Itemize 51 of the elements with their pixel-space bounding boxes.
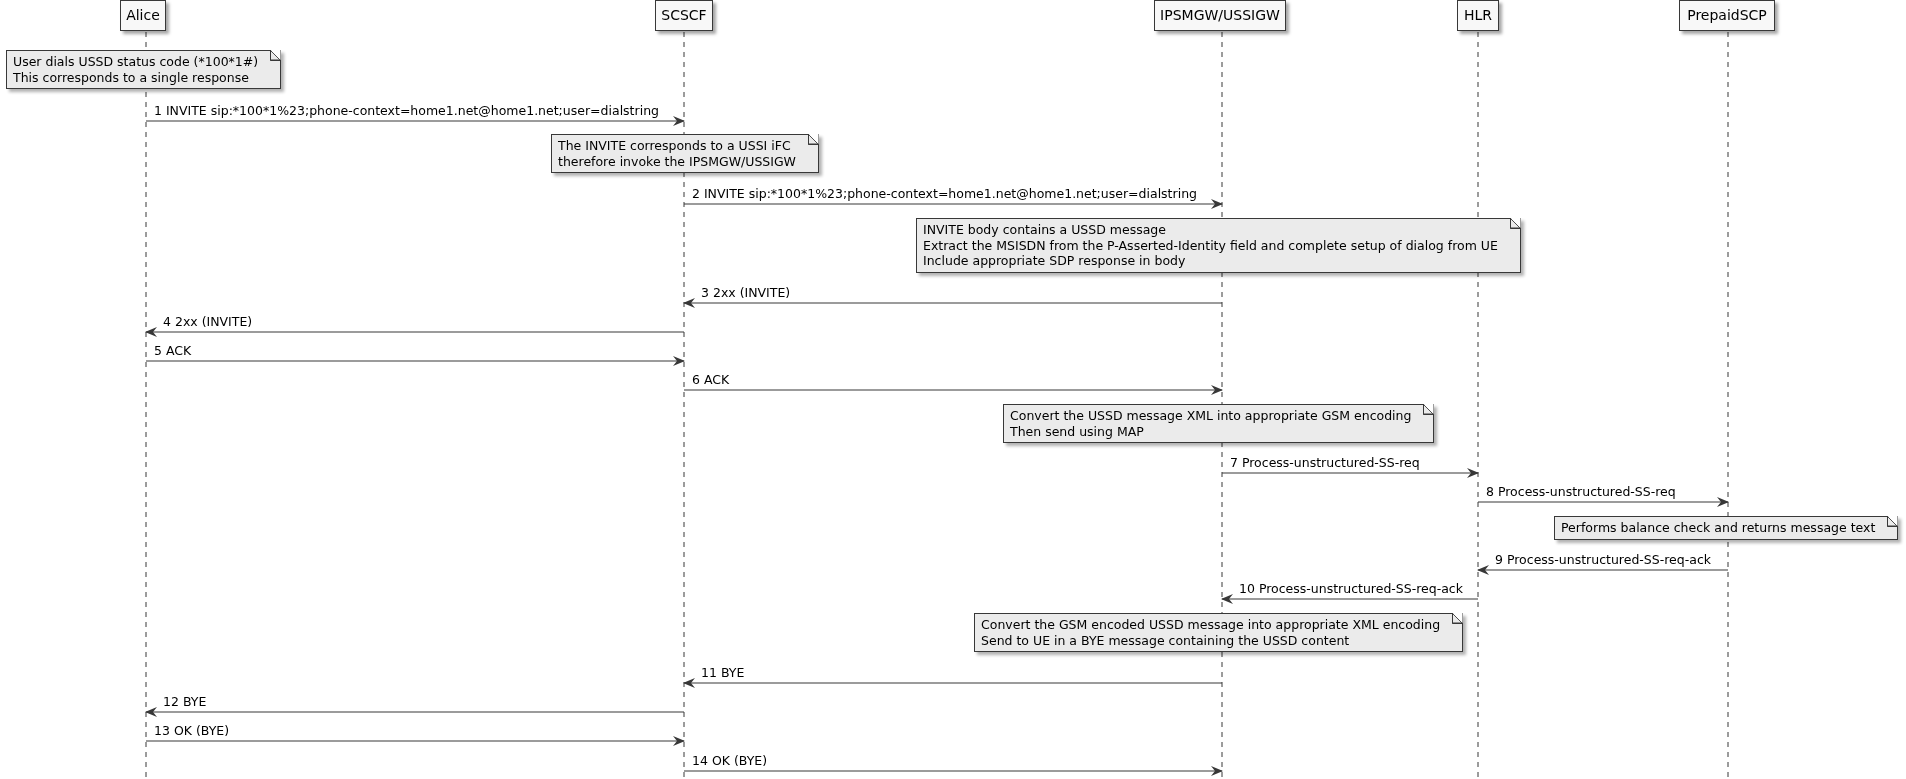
note-box <box>916 218 1521 273</box>
participant-box: HLR <box>1457 0 1499 31</box>
message-arrow <box>145 736 685 746</box>
note-text: Convert the USSD message XML into appropriate GSM encoding <box>1010 408 1412 424</box>
message-label: 13 OK (BYE) <box>153 723 231 738</box>
message-arrow <box>683 678 1223 688</box>
message-label: 14 OK (BYE) <box>691 753 769 768</box>
message-arrow <box>145 707 685 717</box>
message-arrow <box>683 298 1223 308</box>
message-arrow <box>683 385 1223 395</box>
participant-box: IPSMGW/USSIGW <box>1154 0 1286 31</box>
message-arrow <box>1477 497 1729 507</box>
note-text: Send to UE in a BYE message containing the USSD content <box>981 632 1351 648</box>
note-text: Extract the MSISDN from the P-Asserted-Identity field and complete setup of dialog from UE <box>923 237 1498 253</box>
note-text: Performs balance check and returns message text <box>1561 520 1876 536</box>
message-label: 12 BYE <box>162 694 208 709</box>
message-label: 8 Process-unstructured-SS-req <box>1485 484 1677 499</box>
message-arrow <box>1221 594 1479 604</box>
note-text: The INVITE corresponds to a USSI iFC <box>558 138 792 154</box>
message-arrow <box>683 766 1223 776</box>
note-text: User dials USSD status code (*100*1#) <box>13 54 259 70</box>
message-label: 5 ACK <box>153 343 193 358</box>
note-text: therefore invoke the IPSMGW/USSIGW <box>558 153 796 169</box>
note-box <box>1554 516 1899 540</box>
message-arrow <box>145 116 685 126</box>
message-label: 11 BYE <box>700 665 746 680</box>
message-label: 3 2xx (INVITE) <box>700 285 792 300</box>
note-text: Then send using MAP <box>1010 423 1145 439</box>
note-text: Include appropriate SDP response in body <box>923 253 1187 269</box>
message-label: 2 INVITE sip:*100*1%23;phone-context=home1.net@home1.net;user=dialstring <box>691 186 1198 201</box>
participant-box: Alice <box>120 0 166 31</box>
note-box <box>6 50 282 89</box>
note-box <box>1003 404 1435 443</box>
message-label: 9 Process-unstructured-SS-req-ack <box>1494 552 1713 567</box>
participant-box: SCSCF <box>655 0 713 31</box>
message-arrow <box>1221 468 1479 478</box>
message-label: 4 2xx (INVITE) <box>162 314 254 329</box>
message-label: 1 INVITE sip:*100*1%23;phone-context=home1.net@home1.net;user=dialstring <box>153 103 660 118</box>
note-box <box>551 134 819 173</box>
note-text: INVITE body contains a USSD message <box>923 222 1167 238</box>
message-arrow <box>145 327 685 337</box>
note-box <box>974 613 1464 652</box>
message-arrow <box>145 356 685 366</box>
message-label: 7 Process-unstructured-SS-req <box>1229 455 1421 470</box>
message-arrow <box>683 199 1223 209</box>
message-arrow <box>1477 565 1729 575</box>
message-label: 10 Process-unstructured-SS-req-ack <box>1238 581 1464 596</box>
participant-box: PrepaidSCP <box>1679 0 1775 31</box>
note-text: Convert the GSM encoded USSD message into appropriate XML encoding <box>981 617 1441 633</box>
note-text: This corresponds to a single response <box>13 69 250 85</box>
message-label: 6 ACK <box>691 372 731 387</box>
